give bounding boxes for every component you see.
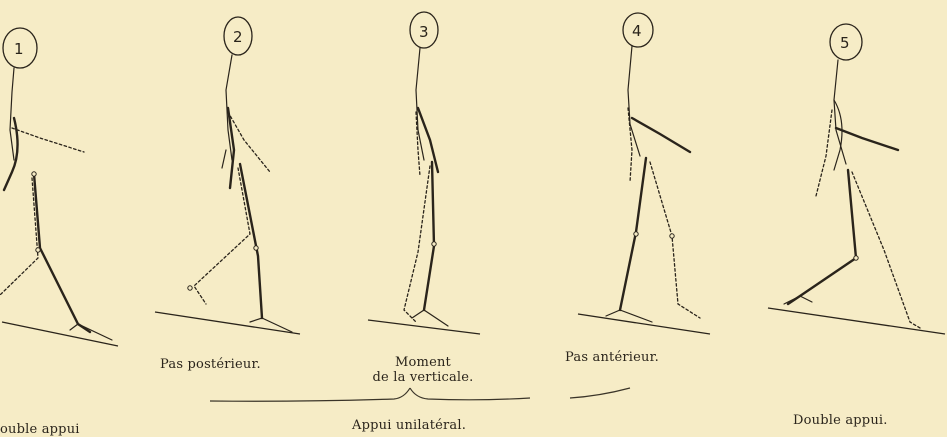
trunk-4	[627, 45, 641, 157]
head-5	[829, 23, 863, 61]
figure-2: 2	[154, 16, 301, 335]
joint-knee-1	[35, 247, 41, 253]
figure-number-3: 3	[419, 23, 429, 41]
far-leg-5	[851, 171, 921, 329]
caption-moment-line1: Moment	[395, 355, 451, 370]
joint-knee-5	[853, 255, 859, 261]
near-foot-2	[249, 317, 293, 333]
near-foot-1	[69, 323, 113, 341]
figure-number-4: 4	[632, 22, 642, 40]
near-arm-1	[2, 116, 19, 192]
far-leg-1	[0, 177, 39, 296]
near-foot-3	[411, 309, 449, 327]
near-leg-4	[618, 156, 648, 312]
figure-4: 4	[577, 12, 711, 335]
ground-line-2	[154, 311, 301, 335]
figure-1: 1	[0, 27, 119, 347]
head-4	[622, 12, 654, 48]
figure-5: 5	[767, 23, 946, 335]
near-arm-5	[834, 126, 900, 152]
joint-knee-3	[431, 241, 437, 247]
head-1	[2, 27, 38, 69]
caption-double-appui-left: ouble appui	[0, 422, 80, 437]
near-arm-3	[416, 106, 440, 174]
ground-line-5	[767, 307, 946, 335]
near-foot-5	[783, 295, 813, 305]
far-leg-2	[193, 167, 251, 305]
caption-appui-unilateral: Appui unilatéral.	[352, 418, 467, 433]
far-arm-4	[627, 107, 633, 183]
far-arm-1	[11, 127, 85, 153]
trunk-curve-5	[833, 99, 843, 171]
figure-number-5: 5	[840, 34, 850, 52]
near-arm-2	[226, 106, 236, 190]
trunk-3	[415, 47, 425, 161]
head-3	[409, 11, 439, 49]
figure-number-2: 2	[233, 28, 243, 46]
ground-line-4	[577, 313, 711, 335]
caption-double-appui-right: Double appui.	[793, 413, 888, 428]
near-foot-4	[605, 309, 653, 323]
far-arm-2	[227, 111, 271, 173]
ground-line-3	[367, 319, 481, 335]
far-arm-5	[815, 109, 833, 197]
near-leg-2	[238, 162, 264, 320]
bracket-left	[209, 387, 411, 402]
figure-3: 3	[367, 11, 481, 335]
joint-knee-4	[633, 231, 639, 237]
head-2	[223, 16, 253, 56]
unilateral-bracket	[209, 387, 631, 402]
caption-moment-line2: de la verticale.	[372, 370, 474, 385]
ground-line-1	[1, 321, 119, 347]
far-arm-3	[415, 111, 421, 177]
joint-hip-1	[31, 171, 37, 177]
joint-foot-2	[187, 285, 193, 291]
caption-pas-posterieur: Pas postérieur.	[160, 357, 261, 372]
joint-knee-4b	[669, 233, 675, 239]
near-leg-3	[422, 160, 436, 312]
far-leg-4	[649, 161, 701, 319]
joint-knee-2	[253, 245, 259, 251]
bracket-right	[409, 387, 531, 401]
near-leg-1	[32, 172, 92, 334]
far-leg-3	[403, 165, 431, 323]
near-arm-4	[630, 116, 692, 154]
bracket-tail	[569, 387, 631, 399]
figure-number-1: 1	[14, 40, 24, 58]
caption-pas-anterieur: Pas antérieur.	[565, 350, 659, 365]
trunk-1	[9, 67, 15, 161]
hand-2	[221, 149, 227, 169]
trunk-2	[225, 54, 233, 161]
near-leg-5	[786, 168, 858, 306]
